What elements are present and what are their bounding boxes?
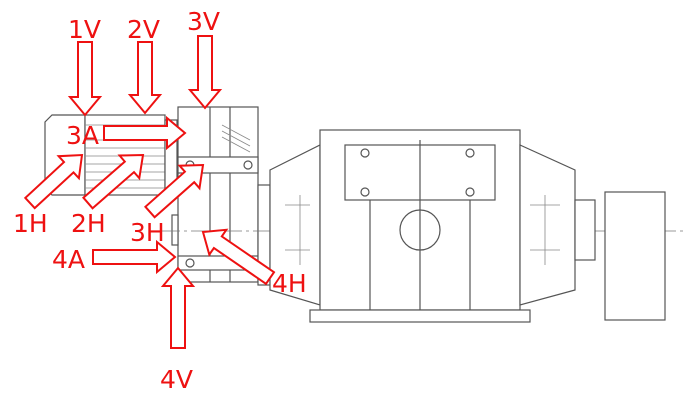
label-2v: 2V xyxy=(127,15,160,44)
rotary-valve-housing xyxy=(269,129,596,323)
arrow-4a-icon xyxy=(92,239,177,275)
label-3h: 3H xyxy=(130,218,165,247)
arrow-1v-icon xyxy=(67,41,103,117)
label-1h: 1H xyxy=(13,209,48,238)
label-3v: 3V xyxy=(187,7,220,36)
end-cover xyxy=(604,191,666,321)
arrow-1h-icon xyxy=(23,153,84,210)
label-4v: 4V xyxy=(160,365,193,394)
arrow-3h-icon xyxy=(143,163,205,219)
label-3a: 3A xyxy=(66,121,99,150)
arrow-2v-icon xyxy=(127,41,163,115)
label-2h: 2H xyxy=(71,209,106,238)
arrow-2h-icon xyxy=(81,153,145,210)
arrow-4h-icon xyxy=(201,228,276,286)
label-4a: 4A xyxy=(52,245,85,274)
arrows xyxy=(23,35,276,349)
arrow-3a-icon xyxy=(103,115,187,151)
label-1v: 1V xyxy=(68,15,101,44)
label-4h: 4H xyxy=(272,269,307,298)
arrow-4v-icon xyxy=(160,266,196,349)
gearbox xyxy=(171,106,271,286)
arrow-3v-icon xyxy=(187,35,223,110)
